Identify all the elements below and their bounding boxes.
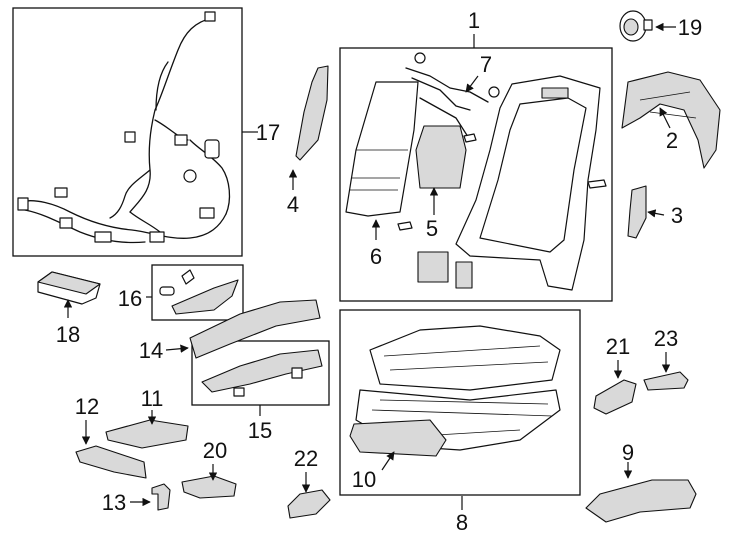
rail-cover-part-12 xyxy=(75,445,147,479)
leader-lines xyxy=(63,22,676,510)
callout-10: 10 xyxy=(352,467,376,492)
side-bracket-part-4 xyxy=(295,65,329,161)
callout-6: 6 xyxy=(370,244,382,269)
small-cover-part-3 xyxy=(627,185,647,239)
seat-back-assembly-part-1 xyxy=(345,52,607,291)
seat-back-frame-box xyxy=(339,47,613,302)
lever-trim-part-16 xyxy=(159,269,239,315)
slide-cover-part-10 xyxy=(349,419,447,457)
trim-part-23 xyxy=(643,371,689,391)
callout-20: 20 xyxy=(203,438,227,463)
callout-19: 19 xyxy=(678,15,702,40)
callout-11: 11 xyxy=(141,386,164,411)
callout-9: 9 xyxy=(622,440,634,465)
callout-14: 14 xyxy=(139,338,163,363)
trim-part-21 xyxy=(593,379,637,415)
clip-part-13 xyxy=(151,483,171,511)
side-shield-part-9 xyxy=(585,479,697,523)
trim-panel-part-14 xyxy=(189,299,321,359)
callout-8: 8 xyxy=(456,510,468,535)
callout-23: 23 xyxy=(654,326,678,351)
callout-4: 4 xyxy=(287,192,299,217)
cushion-frame-box xyxy=(339,309,581,496)
lever-trim-box xyxy=(151,264,244,321)
callout-3: 3 xyxy=(671,203,683,228)
callout-7: 7 xyxy=(480,52,492,77)
motor-part-19 xyxy=(619,10,653,42)
cover-part-22 xyxy=(287,489,331,519)
callout-18: 18 xyxy=(56,322,80,347)
side-cover-part-15 xyxy=(201,349,323,397)
callout-17: 17 xyxy=(256,120,280,145)
wire-part-7 xyxy=(405,67,489,141)
callout-labels: 1 2 3 4 5 6 7 8 9 10 11 12 13 14 15 16 1… xyxy=(56,8,702,535)
callout-16: 16 xyxy=(118,286,142,311)
callout-2: 2 xyxy=(666,128,678,153)
cushion-frame-assembly-part-8 xyxy=(349,325,561,457)
callout-21: 21 xyxy=(606,334,630,359)
callout-1: 1 xyxy=(468,8,480,33)
lumbar-bracket-part-5 xyxy=(415,125,467,189)
bracket-part-20 xyxy=(181,475,237,499)
outer-shield-part-2 xyxy=(621,71,721,169)
switch-part-18 xyxy=(37,271,101,305)
back-panel-part-6 xyxy=(345,81,419,217)
callout-22: 22 xyxy=(294,446,318,471)
callout-5: 5 xyxy=(426,216,438,241)
wire-harness-part-17 xyxy=(17,11,231,244)
callout-12: 12 xyxy=(75,394,99,419)
callout-13: 13 xyxy=(102,490,126,515)
callout-15: 15 xyxy=(248,418,272,443)
plate-part-11 xyxy=(105,419,189,449)
